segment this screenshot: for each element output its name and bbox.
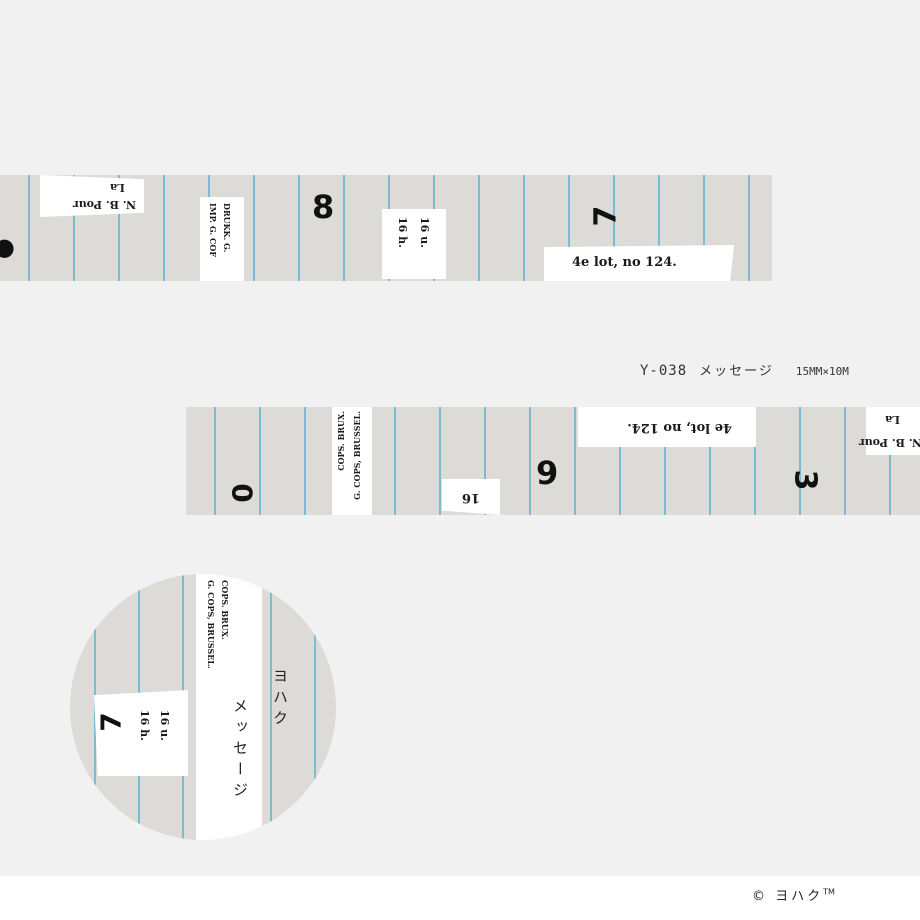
roll-clip-cops-brux: COPS. BRUX. xyxy=(220,580,230,640)
clip-drukk: DRUKK. G. IMP. G. COF xyxy=(200,197,244,281)
product-name: メッセージ xyxy=(699,364,774,379)
stamp-number-7: 7 xyxy=(588,205,624,227)
footer-band xyxy=(0,876,920,920)
clip-text-n-b-pour: N. B. Pour xyxy=(72,198,136,211)
bottom-tape-sample: 0 COPS. BRUX. G. COPS, BRUSSEL. 16 4e lo… xyxy=(186,407,920,515)
clip-text-drukk: DRUKK. G. xyxy=(222,203,232,253)
roll-clip-text-16u: 16 u. xyxy=(158,710,171,741)
copyright-text: © ヨハク xyxy=(752,889,824,904)
roll-clip-cops-brussel: G. COPS, BRUSSEL. xyxy=(206,580,216,669)
tape-roll-label: G. COPS, BRUSSEL. COPS. BRUX. ヨハク メッセージ … xyxy=(70,574,336,840)
clip-text-16h: 16 h. xyxy=(396,217,409,248)
stamp-number-3: 3 xyxy=(787,469,823,491)
clip-text-lot: 4e lot, no 124. xyxy=(572,255,677,270)
clip-text-16u: 16 u. xyxy=(418,217,431,248)
roll-stamp-number-7: 7 xyxy=(94,712,128,732)
trademark-mark: TM xyxy=(823,887,835,897)
product-code: Y-038 xyxy=(640,363,688,379)
clip-text-cops-brux: COPS. BRUX. xyxy=(336,411,346,471)
copyright-notice: © ヨハクTM xyxy=(752,885,835,904)
clip-text-16: 16 xyxy=(461,490,480,505)
clip-cops-brux: COPS. BRUX. G. COPS, BRUSSEL. xyxy=(332,407,372,515)
clip-text-la: La xyxy=(110,181,125,194)
roll-product-name: メッセージ xyxy=(231,698,249,803)
roll-brand: ヨハク xyxy=(271,668,289,731)
roll-clip-text-16h: 16 h. xyxy=(138,710,151,741)
top-tape-sample: ● La N. B. Pour DRUKK. G. IMP. G. COF 8 … xyxy=(0,175,772,281)
clip-lot-number-inverted: 4e lot, no 124. xyxy=(578,407,756,447)
roll-clip-16u-16h: 7 16 u. 16 h. xyxy=(94,690,188,776)
stamp-number-0: 0 xyxy=(225,483,259,503)
clip-lot-number: 4e lot, no 124. xyxy=(544,245,734,281)
clip-16: 16 xyxy=(442,479,500,515)
clip-text-imp: IMP. G. COF xyxy=(208,203,218,257)
label-strip xyxy=(196,574,262,840)
clip-text-n-b-pour-bottom: N. B. Pour xyxy=(858,436,920,449)
product-size: 15MM×10M xyxy=(795,365,849,378)
clip-n-b-pour-bottom: La N. B. Pour xyxy=(859,407,920,455)
clip-text-lot-inverted: 4e lot, no 124. xyxy=(627,420,732,435)
product-info: Y-038 メッセージ 15MM×10M xyxy=(640,360,849,379)
stamp-number-9: 9 xyxy=(536,454,559,492)
clip-n-b-pour: La N. B. Pour xyxy=(40,175,144,217)
clip-16u-16h: 16 u. 16 h. xyxy=(382,209,446,279)
clip-text-la-bottom: La xyxy=(885,413,900,426)
partial-digit: ● xyxy=(0,233,15,261)
clip-text-cops-brussel: G. COPS, BRUSSEL. xyxy=(352,411,362,500)
stamp-number-8: 8 xyxy=(312,188,335,226)
